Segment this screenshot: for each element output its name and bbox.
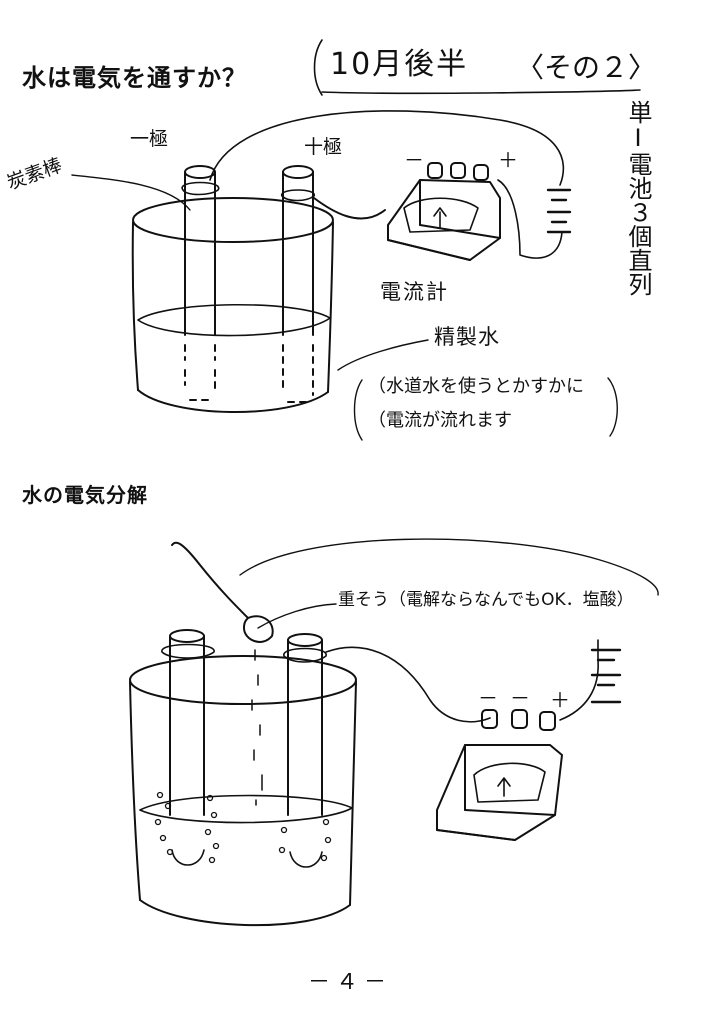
- additive-note: 重そう（電解ならなんでもOK．塩酸）: [338, 590, 634, 610]
- bicarb-pointer: [257, 603, 337, 629]
- meter-2-minus-sign-2: －: [510, 686, 530, 710]
- beaker-2-bottom: [139, 899, 351, 927]
- title-underline: [321, 89, 641, 95]
- battery-symbol-1: [546, 188, 572, 234]
- beaker-2-left-wall: [129, 681, 141, 901]
- falling-powder: [251, 649, 263, 806]
- beaker-2-rim: [129, 655, 357, 705]
- spoon: [171, 541, 274, 643]
- ammeter-label: 電流計: [380, 280, 449, 304]
- beaker-1-right-wall: [327, 221, 334, 393]
- page-number: －４－: [308, 970, 393, 995]
- session-part-label: 〈その２〉: [516, 51, 657, 84]
- session-bracket: [313, 39, 323, 96]
- meter-1-plus-sign: ＋: [498, 148, 518, 172]
- minus-pole-label: 一極: [130, 128, 169, 150]
- beaker-1: [131, 197, 334, 414]
- tap-water-note-line1: （水道水を使うとかすかに: [368, 376, 584, 397]
- page-title: 水は電気を通すか？: [22, 64, 247, 92]
- carbon-rod-2-right: [283, 633, 327, 868]
- pure-water-label: 精製水: [434, 325, 500, 349]
- bubbles: [154, 791, 332, 864]
- battery-symbol-2: [590, 648, 622, 704]
- ammeter-1: [387, 162, 501, 261]
- section-title-electrolysis: 水の電気分解: [22, 483, 148, 507]
- carbon-rod-right: [281, 165, 315, 403]
- beaker-2-right-wall: [349, 681, 357, 906]
- beaker-1-rim: [132, 197, 334, 243]
- carbon-label-pointer: [71, 174, 191, 211]
- session-label: 10月後半: [330, 47, 469, 82]
- pure-water-pointer: [337, 339, 429, 371]
- wire-1-battery: [497, 179, 563, 259]
- wire-2-battery: [559, 639, 599, 721]
- carbon-rod-left: [181, 165, 220, 401]
- plus-pole-label: 十極: [304, 136, 343, 158]
- carbon-rod-2-left: [161, 629, 215, 866]
- beaker-1-bottom: [137, 389, 329, 414]
- meter-2-plus-sign: ＋: [550, 688, 570, 712]
- tap-water-note-line2: （電流が流れます: [368, 410, 512, 431]
- beaker-1-left-wall: [131, 221, 139, 391]
- beaker-2-water-surface: [139, 794, 353, 824]
- wire-2-additive-pointer: [239, 538, 659, 596]
- ammeter-2: [436, 709, 563, 841]
- beaker-1-water-surface: [137, 303, 331, 337]
- wire-1-negative: [209, 110, 565, 186]
- note-bracket-right: [607, 377, 618, 437]
- wire-2-negative: [325, 646, 491, 723]
- meter-2-minus-sign-1: －: [478, 686, 498, 710]
- battery-note-vertical: 単Ⅰ電池３個直列: [624, 100, 652, 296]
- note-bracket-left: [353, 379, 363, 441]
- meter-1-minus-sign: －: [404, 148, 424, 172]
- beaker-2: [129, 655, 357, 927]
- wire-1-positive: [313, 197, 386, 220]
